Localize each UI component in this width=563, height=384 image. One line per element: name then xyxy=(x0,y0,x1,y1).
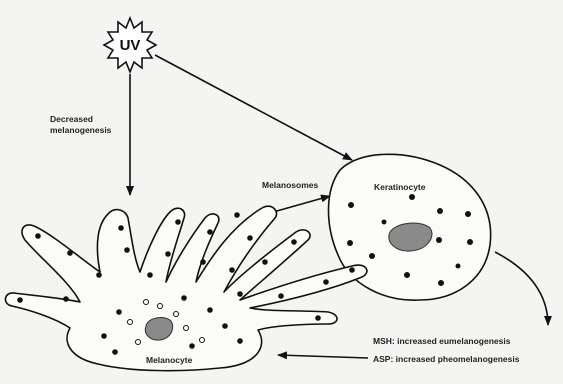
uv-label: UV xyxy=(120,37,141,54)
decreased-melanogenesis-label-line2: melanogenesis xyxy=(50,125,112,135)
decreased-melanogenesis-label-line1: Decreased xyxy=(50,114,93,124)
uv-sun-icon: UV xyxy=(104,18,156,72)
melanocyte-cell: Melanocyte xyxy=(5,206,367,370)
asp-text: ASP: increased pheomelanogenesis xyxy=(373,354,520,364)
keratinocyte-to-signals-arrow xyxy=(495,252,548,325)
keratinocyte-label: Keratinocyte xyxy=(374,182,426,192)
uv-to-keratinocyte-arrow xyxy=(155,55,352,160)
melanocyte-label: Melanocyte xyxy=(146,355,193,365)
msh-text: MSH: increased eumelanogenesis xyxy=(373,336,511,346)
signals-to-melanocyte-arrow xyxy=(278,355,368,358)
melanosomes-label: Melanosomes xyxy=(262,180,318,190)
